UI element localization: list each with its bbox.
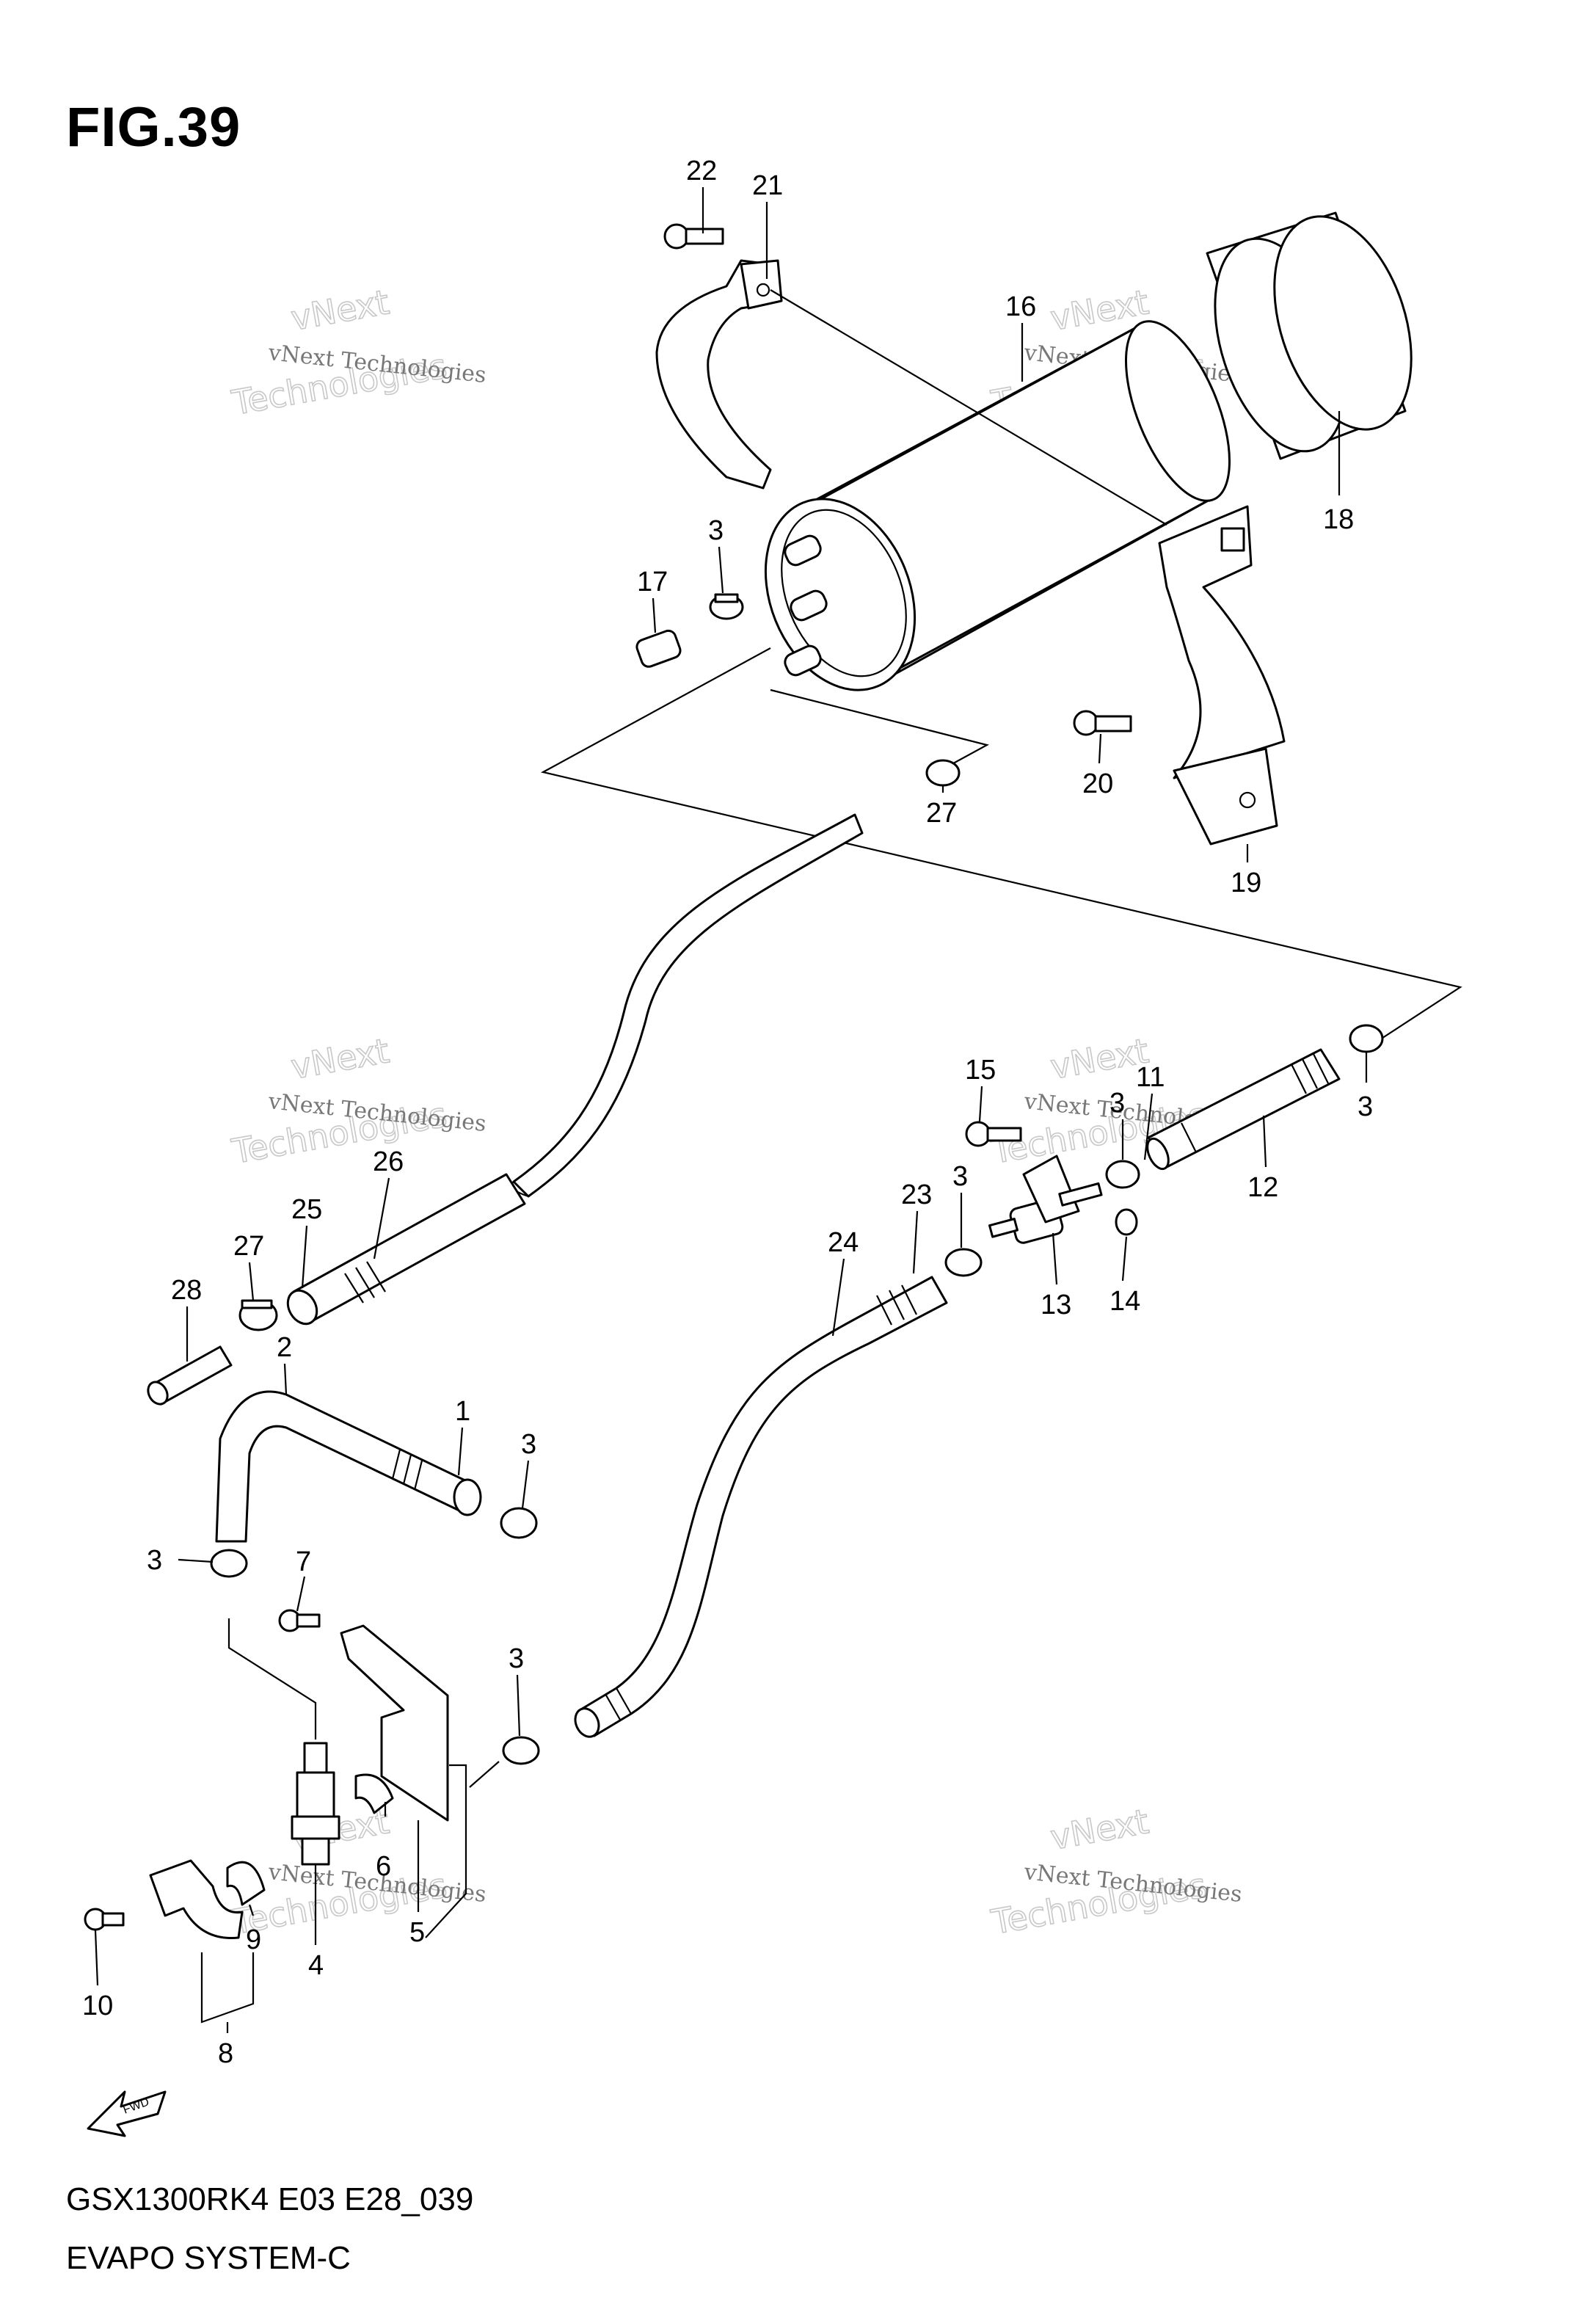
watermark-mid-left: vNext Technologies vNext Technologies [228,1030,487,1172]
callout-22: 22 [686,156,717,186]
callout-6: 6 [376,1851,391,1882]
bolt-22 [663,223,724,250]
callout-13: 13 [1041,1290,1071,1320]
clamp-3-hose23 [944,1248,983,1277]
clamp-27-lower [238,1299,278,1331]
clamp-8 [149,1859,244,1939]
callout-15: 15 [965,1055,996,1086]
fwd-arrow-icon: FWD [87,2090,167,2137]
callout-5: 5 [409,1917,425,1948]
connection-lines [200,289,1462,2024]
callout-21: 21 [752,170,783,201]
svg-text:vNext: vNext [288,282,393,338]
bolt-15 [965,1121,1022,1147]
cap-17 [635,629,682,668]
bracket-5 [340,1624,449,1822]
bolt-20 [1073,710,1132,736]
watermark-bottom-right: vNext Technologies vNext Technologies [988,1801,1243,1943]
cushion-6 [354,1773,394,1814]
callout-3-right: 3 [1358,1091,1373,1122]
callout-3-hose23: 3 [952,1161,968,1192]
screw-10 [84,1908,125,1931]
callout-28: 28 [171,1275,202,1306]
watermark-bottom-left: vNext Technologies vNext Technologies [228,1801,487,1943]
callout-19: 19 [1231,868,1261,898]
section-name: EVAPO SYSTEM-C [66,2240,351,2276]
callout-27-lower: 27 [233,1231,264,1262]
callout-3-hose1: 3 [521,1429,536,1460]
callout-27-top: 27 [926,798,957,829]
callout-14: 14 [1109,1286,1140,1317]
bracket-21 [655,259,783,490]
callout-20: 20 [1082,768,1113,799]
svg-text:vNext: vNext [1048,1801,1152,1858]
hose-24 [574,1276,948,1738]
callout-8: 8 [218,2038,233,2069]
callout-2: 2 [277,1332,292,1363]
callout-18: 18 [1323,504,1354,535]
callout-23: 23 [901,1179,932,1210]
watermark-top-left: vNext Technologies vNext Technologies [228,282,487,423]
callout-11: 11 [1136,1062,1165,1093]
callout-3-top: 3 [708,515,724,546]
callout-4: 4 [308,1950,324,1981]
callout-26: 26 [373,1146,404,1177]
hose-12 [1146,1048,1341,1171]
callout-12: 12 [1247,1172,1278,1203]
cushion-9 [226,1861,266,1906]
callout-1: 1 [455,1396,470,1427]
protector-18 [1206,211,1413,460]
callout-24: 24 [828,1227,859,1258]
callout-16: 16 [1005,291,1036,322]
washer-14 [1115,1208,1138,1236]
callout-3-mid: 3 [509,1643,524,1674]
canister-16 [764,320,1231,691]
callout-leaders [94,187,1368,2033]
clamp-3-valve [1105,1160,1140,1189]
callout-7: 7 [296,1546,311,1577]
clamp-3-top [709,593,744,620]
clamp-3-left [210,1549,248,1578]
callout-9: 9 [246,1924,261,1955]
hose-26 [511,813,864,1198]
fitting-28 [147,1345,233,1406]
clamp-3-hose1 [500,1507,538,1539]
screw-7 [278,1609,321,1632]
clamp-3-hose12 [1349,1024,1384,1053]
svg-text:vNext: vNext [288,1030,393,1087]
hose-25 [286,1173,526,1326]
callout-25: 25 [291,1194,322,1225]
callout-3-valve: 3 [1109,1088,1125,1119]
bracket-19 [1158,505,1286,846]
callout-3-left: 3 [147,1545,162,1576]
callout-17: 17 [637,567,668,597]
callout-labels: 22 21 16 18 3 17 20 27 19 15 11 3 3 12 2… [82,156,1373,2069]
figure-title: FIG.39 [66,96,241,159]
model-code: GSX1300RK4 E03 E28_039 [66,2181,474,2217]
valve-4 [291,1742,340,1866]
callout-10: 10 [82,1991,113,2021]
clamp-3-mid [502,1736,540,1765]
clamp-27-top [925,759,961,787]
hose-1 [215,1390,482,1543]
valve-13 [988,1155,1103,1244]
